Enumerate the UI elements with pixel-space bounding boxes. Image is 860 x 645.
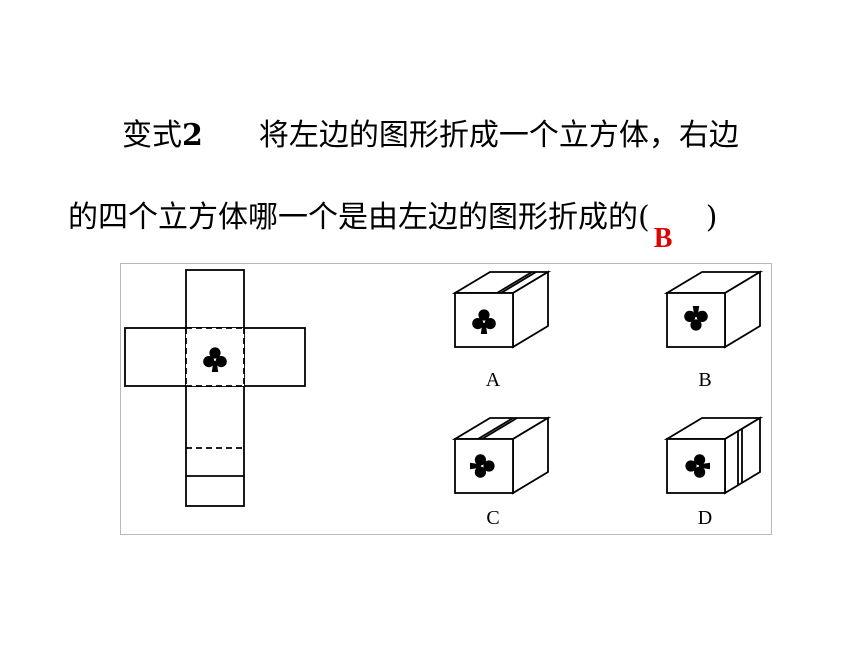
- question-line-2: 的四个立方体哪一个是由左边的图形折成的(B): [68, 200, 718, 254]
- net-vertical-strip: [185, 269, 245, 507]
- cube-option-d: [663, 416, 764, 495]
- cube-option-a: [451, 270, 552, 349]
- cube-option-c: [451, 416, 552, 495]
- question-text-2: 的四个立方体哪一个是由左边的图形折成的(: [68, 200, 650, 235]
- figure-svg: A B C D: [124, 269, 764, 529]
- option-label-c: C: [486, 507, 499, 529]
- close-paren: ): [705, 200, 718, 235]
- option-label-b: B: [698, 369, 711, 391]
- variant-prefix: 变式: [122, 118, 182, 153]
- variant-number: 2: [182, 118, 203, 153]
- option-label-d: D: [698, 507, 712, 529]
- cube-net: [124, 269, 306, 507]
- figure-panel: A B C D: [120, 263, 772, 535]
- option-label-a: A: [486, 369, 501, 391]
- question-text-1: 将左边的图形折成一个立方体，右边: [258, 118, 739, 153]
- answer-text: B: [653, 223, 673, 254]
- cube-option-b: [663, 270, 764, 349]
- question-line-1: 变式2 将左边的图形折成一个立方体，右边: [122, 118, 739, 154]
